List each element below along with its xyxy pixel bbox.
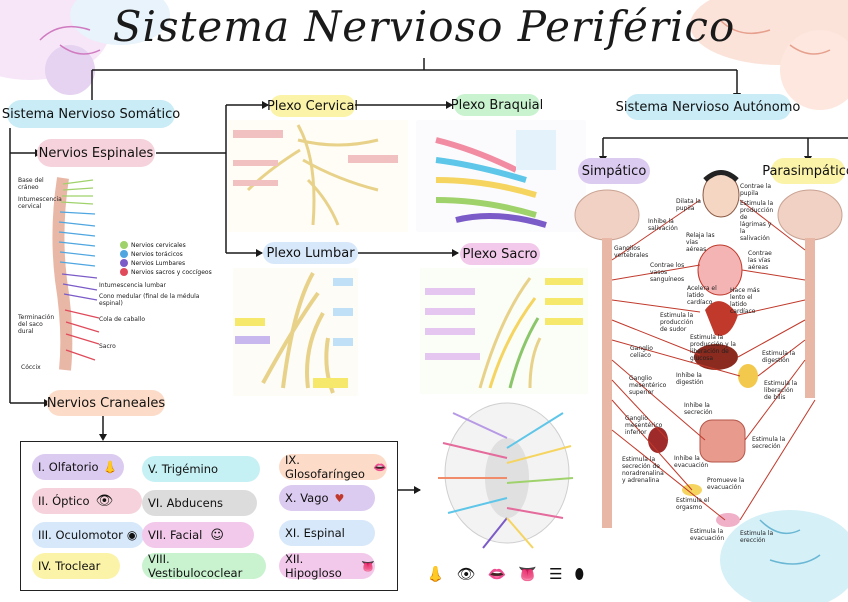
auto-label-glucosa: Estimula la producción y la liberación d… <box>690 334 736 362</box>
auto-label-inhibe-saliv: Inhibe la salivación <box>648 218 678 232</box>
cranial-icons-row: 👃 👁 👄 👅 ☰ ⬮ <box>420 560 590 588</box>
auto-label-mesenterico-inf: Ganglio mesentérico inferior <box>625 415 663 436</box>
brain-base-diagram <box>423 398 591 556</box>
page-title: Sistema Nervioso Periférico <box>112 2 736 51</box>
cranial-nerves-box: I. Olfatorio👃 II. Óptico👁 III. Oculomoto… <box>20 441 398 591</box>
nose-icon: 👃 <box>102 460 118 474</box>
spine-label-cono: Cono medular (final de la médula espinal… <box>99 293 200 307</box>
nerve-espinal: XI. Espinal <box>279 520 375 546</box>
auto-label-inhibe-dig: Inhibe la digestión <box>676 372 704 386</box>
auto-label-lento: Hace más lento el latido cardíaco <box>730 287 760 315</box>
ribcage-icon: ☰ <box>549 565 563 583</box>
auto-label-lagrimas: Estimula la producción de lágrimas y la … <box>740 200 774 242</box>
spinal-nerves-label: Nervios Espinales <box>37 139 155 167</box>
auto-label-contrae-vias: Contrae las vías aéreas <box>748 250 772 271</box>
nerve-oculomotor: III. Oculomotor◉ <box>32 522 144 548</box>
auto-label-relaja: Relaja las vías aéreas <box>686 232 715 253</box>
nerve-olfatorio: I. Olfatorio👃 <box>32 454 124 480</box>
nerve-glosofaringeo: IX. Glosofaríngeo👄 <box>279 453 387 481</box>
nerve-trigemino: V. Trigémino <box>142 456 260 482</box>
nerve-vago: X. Vago♥ <box>279 485 375 511</box>
muscle-icon: ⬮ <box>574 565 584 583</box>
spine-label-base: Base del cráneo <box>18 177 44 191</box>
autonomic-system-label: Sistema Nervioso Autónomo <box>616 94 800 120</box>
plexo-sacro-label: Plexo Sacro <box>460 243 540 265</box>
auto-label-orgasmo: Estimula el orgasmo <box>676 497 710 511</box>
somatic-system-label: Sistema Nervioso Somático <box>2 100 180 128</box>
tongue-icon: 👅 <box>361 559 375 573</box>
nose-icon: 👃 <box>426 565 445 583</box>
auto-label-contrae-pupila: Contrae la pupila <box>740 183 772 197</box>
auto-label-estimula-sec: Estimula la secreción <box>752 436 786 450</box>
auto-label-bilis: Estimula la liberación de bilis <box>764 380 798 401</box>
plexo-lumbar-label: Plexo Lumbar <box>263 242 358 264</box>
legend-cervical: Nervios cervicales <box>120 241 186 249</box>
auto-label-estimula-dig: Estimula la digestión <box>762 350 796 364</box>
auto-label-ereccion: Estimula la erección <box>740 530 774 544</box>
mouth-icon: 👄 <box>373 460 387 474</box>
eye-icon: 👁 <box>95 493 114 509</box>
auto-label-celiaco: Ganglio celíaco <box>630 345 653 359</box>
nerve-facial: VII. Facial☺ <box>142 522 254 548</box>
plexo-braquial-diagram <box>416 120 586 232</box>
spine-label-sacro: Sacro <box>99 343 116 350</box>
plexo-lumbar-diagram <box>233 268 358 396</box>
spine-label-saco: Terminación del saco dural <box>18 314 55 335</box>
nerve-abducens: VI. Abducens <box>142 490 257 516</box>
auto-label-inhibe-sec: Inhibe la secreción <box>684 402 713 416</box>
face-icon: ☺ <box>210 527 224 543</box>
spine-label-coccix: Cóccix <box>21 364 41 371</box>
legend-sacros: Nervios sacros y coccígeos <box>120 268 212 276</box>
plexo-braquial-label: Plexo Braquial <box>451 94 543 116</box>
cranial-nerves-label: Nervios Craneales <box>47 390 165 416</box>
nerve-optico: II. Óptico👁 <box>32 488 142 514</box>
auto-label-vasos: Contrae los vasos sanguíneos <box>650 262 685 283</box>
nerve-vestibulococlear: VIII. Vestibulococlear <box>142 552 266 580</box>
nerve-hipogloso: XII. Hipogloso👅 <box>279 552 375 580</box>
auto-label-acelera: Acelera el latido cardíaco <box>687 285 717 306</box>
plexo-sacro-diagram <box>420 268 588 394</box>
spine-drawing <box>52 177 100 371</box>
spine-label-lumbar: Intumescencia lumbar <box>99 282 166 289</box>
spine-illustration: Base del cráneo Intumescencia cervical I… <box>15 170 215 382</box>
legend-lumbares: Nervios Lumbares <box>120 259 185 267</box>
auto-label-estimula-evac: Estimula la evacuación <box>690 528 725 542</box>
legend-toracicos: Nervios torácicos <box>120 250 183 258</box>
eye-icon: 👁 <box>456 565 476 583</box>
auto-label-promueve: Promueve la evacuación <box>707 477 745 491</box>
spine-label-cervical: Intumescencia cervical <box>18 196 62 210</box>
organs-icon: ♥ <box>334 491 345 505</box>
nerve-troclear: IV. Troclear <box>32 553 120 579</box>
spine-label-cola: Cola de caballo <box>99 316 145 323</box>
auto-label-dilata: Dilata la pupila <box>676 198 701 212</box>
tongue-icon: 👅 <box>518 565 538 583</box>
plexo-cervical-label: Plexo Cervical <box>267 95 358 117</box>
plexo-cervical-diagram <box>228 120 408 232</box>
auto-label-mesenterico-sup: Ganglio mesentérico superior <box>629 375 667 396</box>
parasympathetic-label: Parasimpático <box>762 158 848 184</box>
sympathetic-label: Simpático <box>578 158 650 184</box>
auto-label-noradrenalina: Estimula la secreción de noradrenalina y… <box>622 456 664 484</box>
auto-label-sudor: Estimula la producción de sudor <box>660 312 694 333</box>
auto-label-inhibe-evac: Inhibe la evacuación <box>674 455 709 469</box>
eyeball-icon: ◉ <box>126 528 138 542</box>
mouth-icon: 👄 <box>487 565 507 583</box>
auto-label-ganglios: Ganglios vertebrales <box>614 245 649 259</box>
